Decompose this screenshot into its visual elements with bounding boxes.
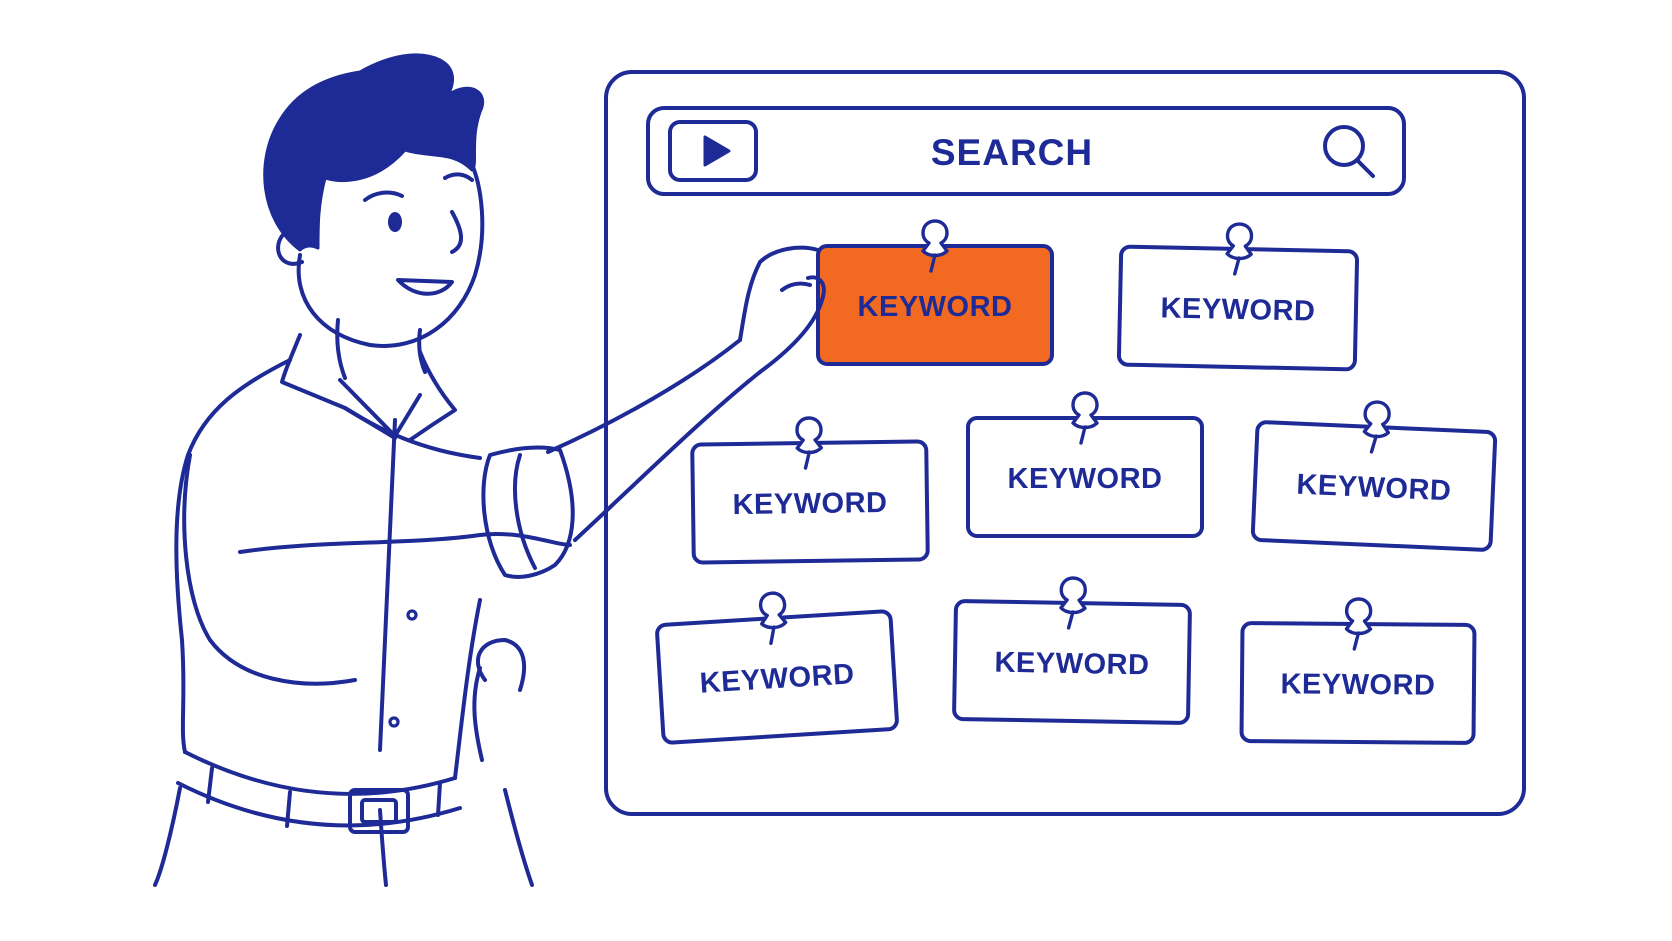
play-icon[interactable]: [668, 120, 758, 182]
front-arm-upper-edge: [343, 406, 482, 460]
keyword-card[interactable]: KEYWORD: [1116, 222, 1360, 372]
shirt-left-side: [174, 358, 292, 754]
pushpin-icon: [1362, 400, 1391, 454]
shirt-placket: [378, 418, 397, 752]
back-arm-inner: [472, 666, 484, 762]
belt: [176, 750, 462, 834]
keyword-card[interactable]: KEYWORD: [952, 576, 1192, 725]
keyword-card-label: KEYWORD: [1160, 292, 1316, 327]
right-leg-outline: [503, 788, 534, 887]
keyword-card[interactable]: KEYWORD: [1250, 397, 1498, 552]
keyword-cards: KEYWORD KEYWORD KEYWORD KEYWORD KEYWORD KEYWO…: [655, 219, 1498, 745]
keyword-card-label: KEYWORD: [1296, 469, 1452, 508]
left-eyebrow: [363, 190, 404, 202]
shirt-right-side: [453, 598, 482, 780]
sleeve-fold: [513, 453, 537, 570]
back-hand: [475, 638, 527, 692]
search-bar-frame: [646, 106, 1406, 196]
person-illustration: [153, 53, 826, 887]
collar-left: [280, 333, 397, 440]
back-arm-outer: [182, 453, 357, 686]
pushpin-icon: [758, 591, 788, 646]
keyword-card-selected[interactable]: KEYWORD: [816, 219, 1054, 366]
hand-palm: [738, 245, 820, 342]
neck-left: [335, 318, 347, 380]
keyword-card-label: KEYWORD: [1280, 668, 1435, 701]
keyword-card-label: KEYWORD: [1008, 463, 1163, 495]
neck-right: [417, 328, 427, 374]
inner-leg-outline: [378, 808, 388, 887]
forearm-top: [546, 338, 742, 454]
search-icon[interactable]: [1323, 125, 1375, 178]
pushpin-icon: [1059, 576, 1087, 630]
pushpin-icon: [1225, 222, 1254, 276]
shirt-button: [406, 609, 418, 621]
collar-right: [408, 350, 457, 442]
board-frame: [604, 70, 1526, 816]
left-leg-outline: [153, 786, 182, 887]
thumb: [780, 281, 812, 292]
smile: [396, 278, 454, 296]
keyword-card[interactable]: KEYWORD: [690, 416, 930, 565]
search-label: SEARCH: [931, 132, 1093, 173]
pushpin-icon: [795, 416, 823, 470]
keyword-card-label: KEYWORD: [732, 487, 887, 521]
hair: [263, 53, 485, 252]
hand-fingers: [758, 275, 826, 374]
search-bar[interactable]: SEARCH: [646, 106, 1406, 196]
nose: [450, 210, 463, 254]
keyword-card-label: KEYWORD: [994, 647, 1149, 682]
shirt-button: [388, 716, 400, 728]
belt-buckle: [348, 788, 410, 834]
sleeve-cuff: [481, 445, 575, 579]
keyword-card[interactable]: KEYWORD: [1239, 597, 1477, 745]
pushpin-icon: [921, 219, 949, 273]
face-outline: [296, 158, 485, 348]
forearm-bottom: [573, 370, 762, 542]
pushpin-icon: [1071, 391, 1099, 445]
front-arm-lower-edge: [238, 532, 572, 554]
keyword-card[interactable]: KEYWORD: [966, 391, 1204, 538]
right-eyebrow: [443, 172, 474, 182]
pushpin-icon: [1344, 597, 1373, 651]
left-eye: [388, 212, 402, 232]
keyword-card-label: KEYWORD: [858, 291, 1013, 323]
keyword-card[interactable]: KEYWORD: [655, 586, 899, 745]
